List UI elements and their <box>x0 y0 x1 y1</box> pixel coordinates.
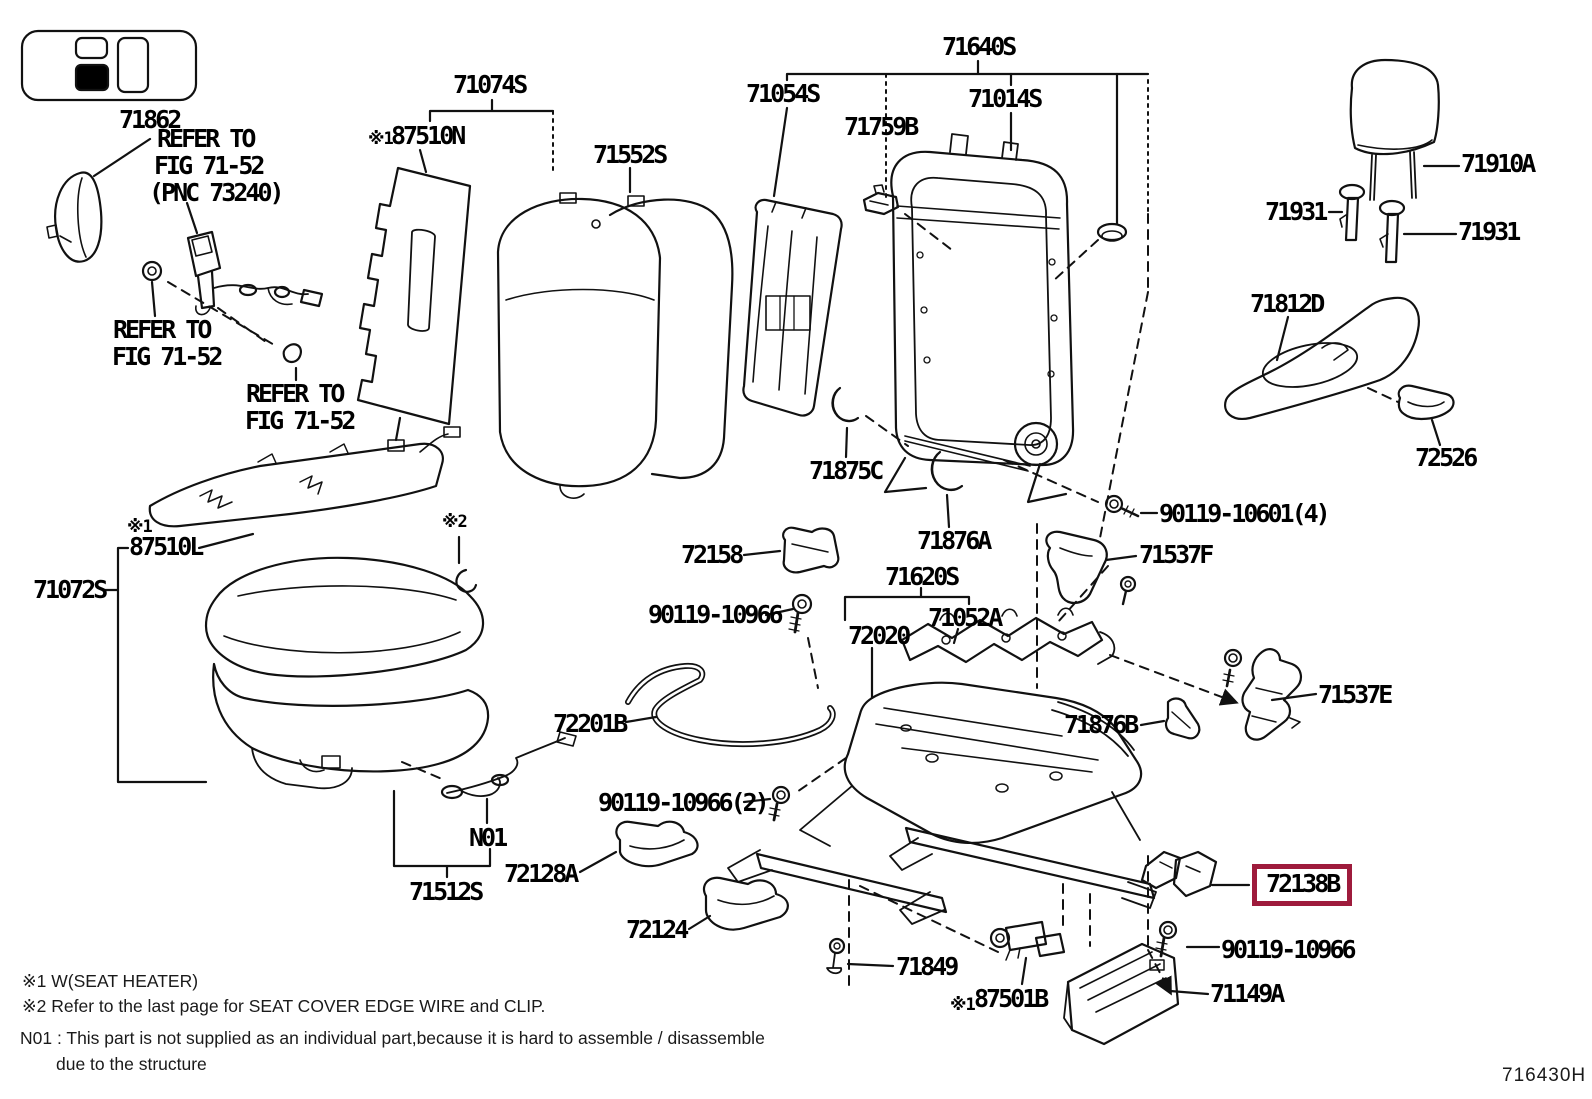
reference-note: N01 <box>469 823 508 852</box>
bracket-72158-drawing <box>742 526 840 634</box>
part-label[interactable]: 87510L <box>129 532 204 561</box>
part-label[interactable]: 90119-10966(2) <box>598 788 770 817</box>
cover-71149A-drawing <box>1063 942 1210 1046</box>
headrest-support-drawing <box>1327 183 1458 264</box>
footnote-seat-heater: ※1 W(SEAT HEATER) <box>22 971 199 991</box>
part-label[interactable]: 71849 <box>896 952 959 981</box>
part-label[interactable]: 72020 <box>848 621 911 650</box>
footnote-n01-line2: due to the structure <box>56 1054 207 1074</box>
symbol-marker: ※1 <box>127 517 153 537</box>
part-label[interactable]: 71931 <box>1458 217 1521 246</box>
part-label-selected[interactable]: 72138B <box>1252 864 1353 906</box>
reference-note: FIG 71-52 <box>112 342 223 371</box>
part-label[interactable]: 71512S <box>409 877 484 906</box>
clip-71849-drawing <box>826 937 895 975</box>
recliner-cover-drawings <box>831 386 964 529</box>
symbol-marker: ※2 <box>442 512 468 532</box>
leader-lines <box>428 59 1150 226</box>
cushion-edge-wire-drawing <box>624 662 836 748</box>
part-label[interactable]: 71052A <box>928 603 1003 632</box>
cushion-heater-pad-drawing <box>148 426 461 550</box>
reference-note: FIG 71-52 <box>245 406 356 435</box>
reference-note: (PNC 73240) <box>149 178 285 207</box>
part-label[interactable]: 90119-10966 <box>1221 935 1357 964</box>
reference-note: REFER TO <box>157 124 256 153</box>
seat-frame-drawing <box>727 681 1157 925</box>
footnote-edge-wire: ※2 Refer to the last page for SEAT COVER… <box>22 996 546 1016</box>
footnote-n01-line1: N01 : This part is not supplied as an in… <box>20 1028 765 1048</box>
bolt-90119-10966-2-drawing <box>742 785 791 822</box>
part-label[interactable]: 71931 <box>1265 197 1328 226</box>
armrest-drawing <box>46 137 152 263</box>
part-label[interactable]: 71149A <box>1210 979 1285 1008</box>
symbol-marker: ※1 <box>368 129 394 149</box>
edge-wire-clip-drawing <box>455 535 478 593</box>
part-label[interactable]: 71552S <box>593 140 668 169</box>
reference-note: REFER TO <box>113 315 212 344</box>
part-label[interactable]: 72201B <box>553 709 628 738</box>
part-label[interactable]: 72158 <box>681 540 744 569</box>
part-label[interactable]: 90119-10966 <box>648 600 784 629</box>
part-label[interactable]: 87510N <box>391 121 466 150</box>
part-label[interactable]: 71910A <box>1461 149 1536 178</box>
part-label[interactable]: 71014S <box>968 84 1043 113</box>
hinge-shield-drawings <box>1045 530 1318 741</box>
part-label[interactable]: 71640S <box>942 32 1017 61</box>
part-label[interactable]: 71876A <box>917 526 992 555</box>
part-label[interactable]: 71537F <box>1139 540 1214 569</box>
reference-note: FIG 71-52 <box>154 151 265 180</box>
part-label[interactable]: 72128A <box>504 859 579 888</box>
part-label[interactable]: 71862 <box>119 105 182 134</box>
part-label[interactable]: 71876B <box>1064 710 1139 739</box>
dashed-guide-lines <box>167 213 1399 996</box>
part-label[interactable]: 90119-10601(4) <box>1159 499 1331 528</box>
part-label[interactable]: 71875C <box>809 456 884 485</box>
part-label[interactable]: 71537E <box>1318 680 1393 709</box>
switch-87501B-drawing <box>989 920 1066 986</box>
part-label[interactable]: 71054S <box>746 79 821 108</box>
part-label[interactable]: 71812D <box>1250 289 1325 318</box>
part-label[interactable]: 71072S <box>33 575 108 604</box>
part-label[interactable]: 87501B <box>974 984 1049 1013</box>
seatbelt-buckle-drawing <box>141 201 324 382</box>
dotted-guide-lines <box>552 73 1149 213</box>
side-shield-drawing <box>1224 296 1455 447</box>
seatback-frame-drawing <box>883 133 1075 504</box>
seat-cushion-drawing <box>102 546 490 790</box>
part-label[interactable]: 72124 <box>626 915 689 944</box>
part-label[interactable]: 71620S <box>885 562 960 591</box>
seat-position-indicator-icon <box>20 29 198 102</box>
symbol-marker: ※1 <box>950 995 976 1015</box>
harness-wire-drawing <box>392 731 577 879</box>
track-cover-drawings <box>578 820 789 931</box>
part-label[interactable]: 72526 <box>1415 443 1478 472</box>
bracket-72138B-drawing <box>1140 850 1251 958</box>
seatback-cover-drawing <box>496 166 734 499</box>
seatback-spring-drawing <box>742 198 843 417</box>
bracket-71759B-drawing <box>862 184 1128 242</box>
part-label[interactable]: 71759B <box>844 112 919 141</box>
page-code: 716430H <box>1502 1065 1587 1086</box>
seatback-heater-pad-drawing <box>356 148 472 452</box>
reference-note: REFER TO <box>246 379 345 408</box>
headrest-drawing <box>1349 58 1461 201</box>
part-label[interactable]: 71074S <box>453 70 528 99</box>
